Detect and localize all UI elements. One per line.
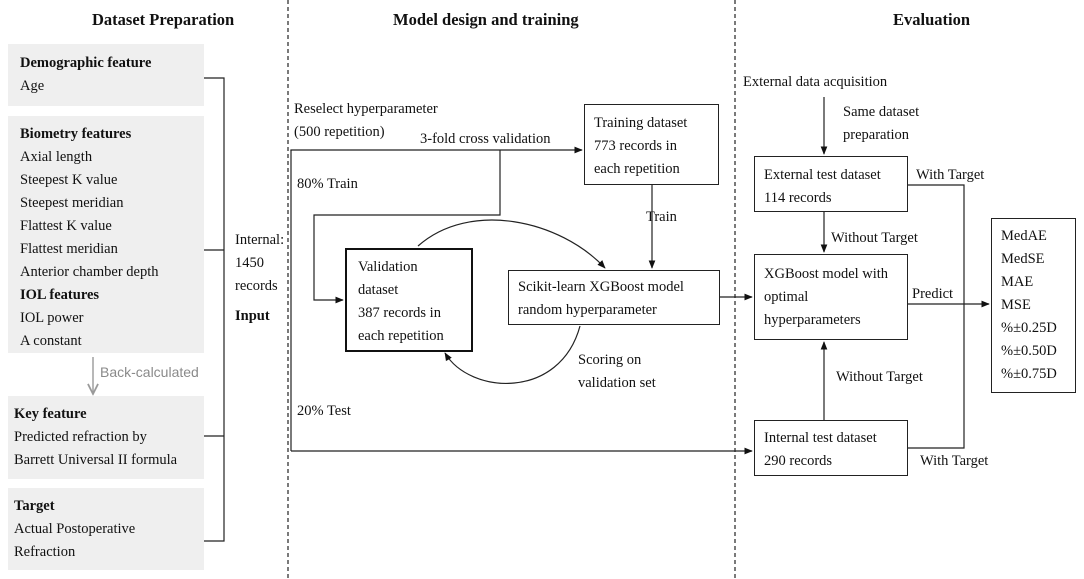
internal-test-box [754,420,908,476]
test-split-label: 20% Test [297,403,351,419]
metrics-box [991,218,1076,393]
feature-anterior-chamber-depth: Anterior chamber depth [20,264,159,280]
key-feature-title: Key feature [14,406,87,422]
train-label: Train [646,209,677,225]
arrow-to-validation [313,150,501,304]
scoring-label-1: Scoring on [578,352,642,368]
validation-dataset-box [345,248,473,352]
feature-bracket [204,77,225,542]
biometry-title: Biometry features [20,126,132,142]
validation-box-line-3: 387 records in [358,305,441,321]
feature-steepest-k: Steepest K value [20,172,118,188]
xgboost-optimal-line-1: XGBoost model with [764,266,889,282]
scoring-label-2: validation set [578,375,656,391]
xgboost-optimal-box [754,254,908,340]
metric-025d: %±0.25D [1001,320,1057,336]
key-feature-panel [8,396,204,479]
with-target-top-label: With Target [916,167,985,183]
training-box-line-2: 773 records in [594,138,677,154]
external-acquisition-label: External data acquisition [743,74,888,90]
metric-medse: MedSE [1001,251,1045,267]
biometry-iol-panel [8,116,204,353]
arrow-to-training [290,146,583,154]
cv-label: 3-fold cross validation [420,131,551,147]
section-title-model-design: Model design and training [393,10,579,29]
demographic-title: Demographic feature [20,55,152,71]
external-test-box [754,156,908,212]
feature-age: Age [20,78,45,94]
without-target-bottom-label: Without Target [836,369,923,385]
external-test-line-2: 114 records [764,190,832,206]
training-box-line-1: Training dataset [594,115,688,131]
feature-flattest-meridian: Flattest meridian [20,241,118,257]
repetition-label: (500 repetition) [294,124,385,140]
target-line-2: Refraction [14,544,76,560]
back-calculated-label: Back-calculated [100,364,199,380]
xgboost-random-line-2: random hyperparameter [518,302,657,318]
validation-box-line-1: Validation [358,259,418,275]
demographic-panel [8,44,204,106]
internal-records-label: records [235,278,278,294]
internal-label: Internal: [235,232,285,248]
target-title: Target [14,498,55,514]
feature-steepest-meridian: Steepest meridian [20,195,124,211]
with-target-bottom-label: With Target [920,453,989,469]
internal-test-line-2: 290 records [764,453,833,469]
external-test-line-1: External test dataset [764,167,881,183]
metric-075d: %±0.75D [1001,366,1057,382]
section-title-evaluation: Evaluation [893,10,971,29]
key-feature-line-2: Barrett Universal II formula [14,452,178,468]
internal-count: 1450 [235,255,264,271]
target-line-1: Actual Postoperative [14,521,136,537]
target-panel [8,488,204,570]
xgboost-random-box [508,270,720,325]
xgboost-optimal-line-3: hyperparameters [764,312,861,328]
reselect-label: Reselect hyperparameter [294,101,438,117]
arc-validation-to-model [417,219,606,269]
iol-title: IOL features [20,287,100,303]
section-title-dataset-preparation: Dataset Preparation [92,10,235,29]
same-prep-label-2: preparation [843,127,910,143]
training-dataset-box [584,104,719,185]
input-label: Input [235,308,270,324]
with-target-bus [908,184,965,449]
feature-iol-power: IOL power [20,310,84,326]
feature-axial-length: Axial length [20,149,93,165]
arc-scoring [444,325,581,384]
predict-label: Predict [912,286,954,302]
feature-flattest-k: Flattest K value [20,218,112,234]
train-split-label: 80% Train [297,176,358,192]
same-prep-label-1: Same dataset [843,104,920,120]
xgboost-optimal-line-2: optimal [764,289,809,305]
key-feature-line-1: Predicted refraction by [14,429,147,445]
validation-box-line-2: dataset [358,282,399,298]
training-box-line-3: each repetition [594,161,680,177]
metric-medae: MedAE [1001,228,1047,244]
metric-mae: MAE [1001,274,1034,290]
xgboost-random-line-1: Scikit-learn XGBoost model [518,279,684,295]
feature-a-constant: A constant [20,333,82,349]
internal-test-line-1: Internal test dataset [764,430,877,446]
without-target-top-label: Without Target [831,230,918,246]
validation-box-line-4: each repetition [358,328,444,344]
metric-050d: %±0.50D [1001,343,1057,359]
metric-mse: MSE [1001,297,1031,313]
